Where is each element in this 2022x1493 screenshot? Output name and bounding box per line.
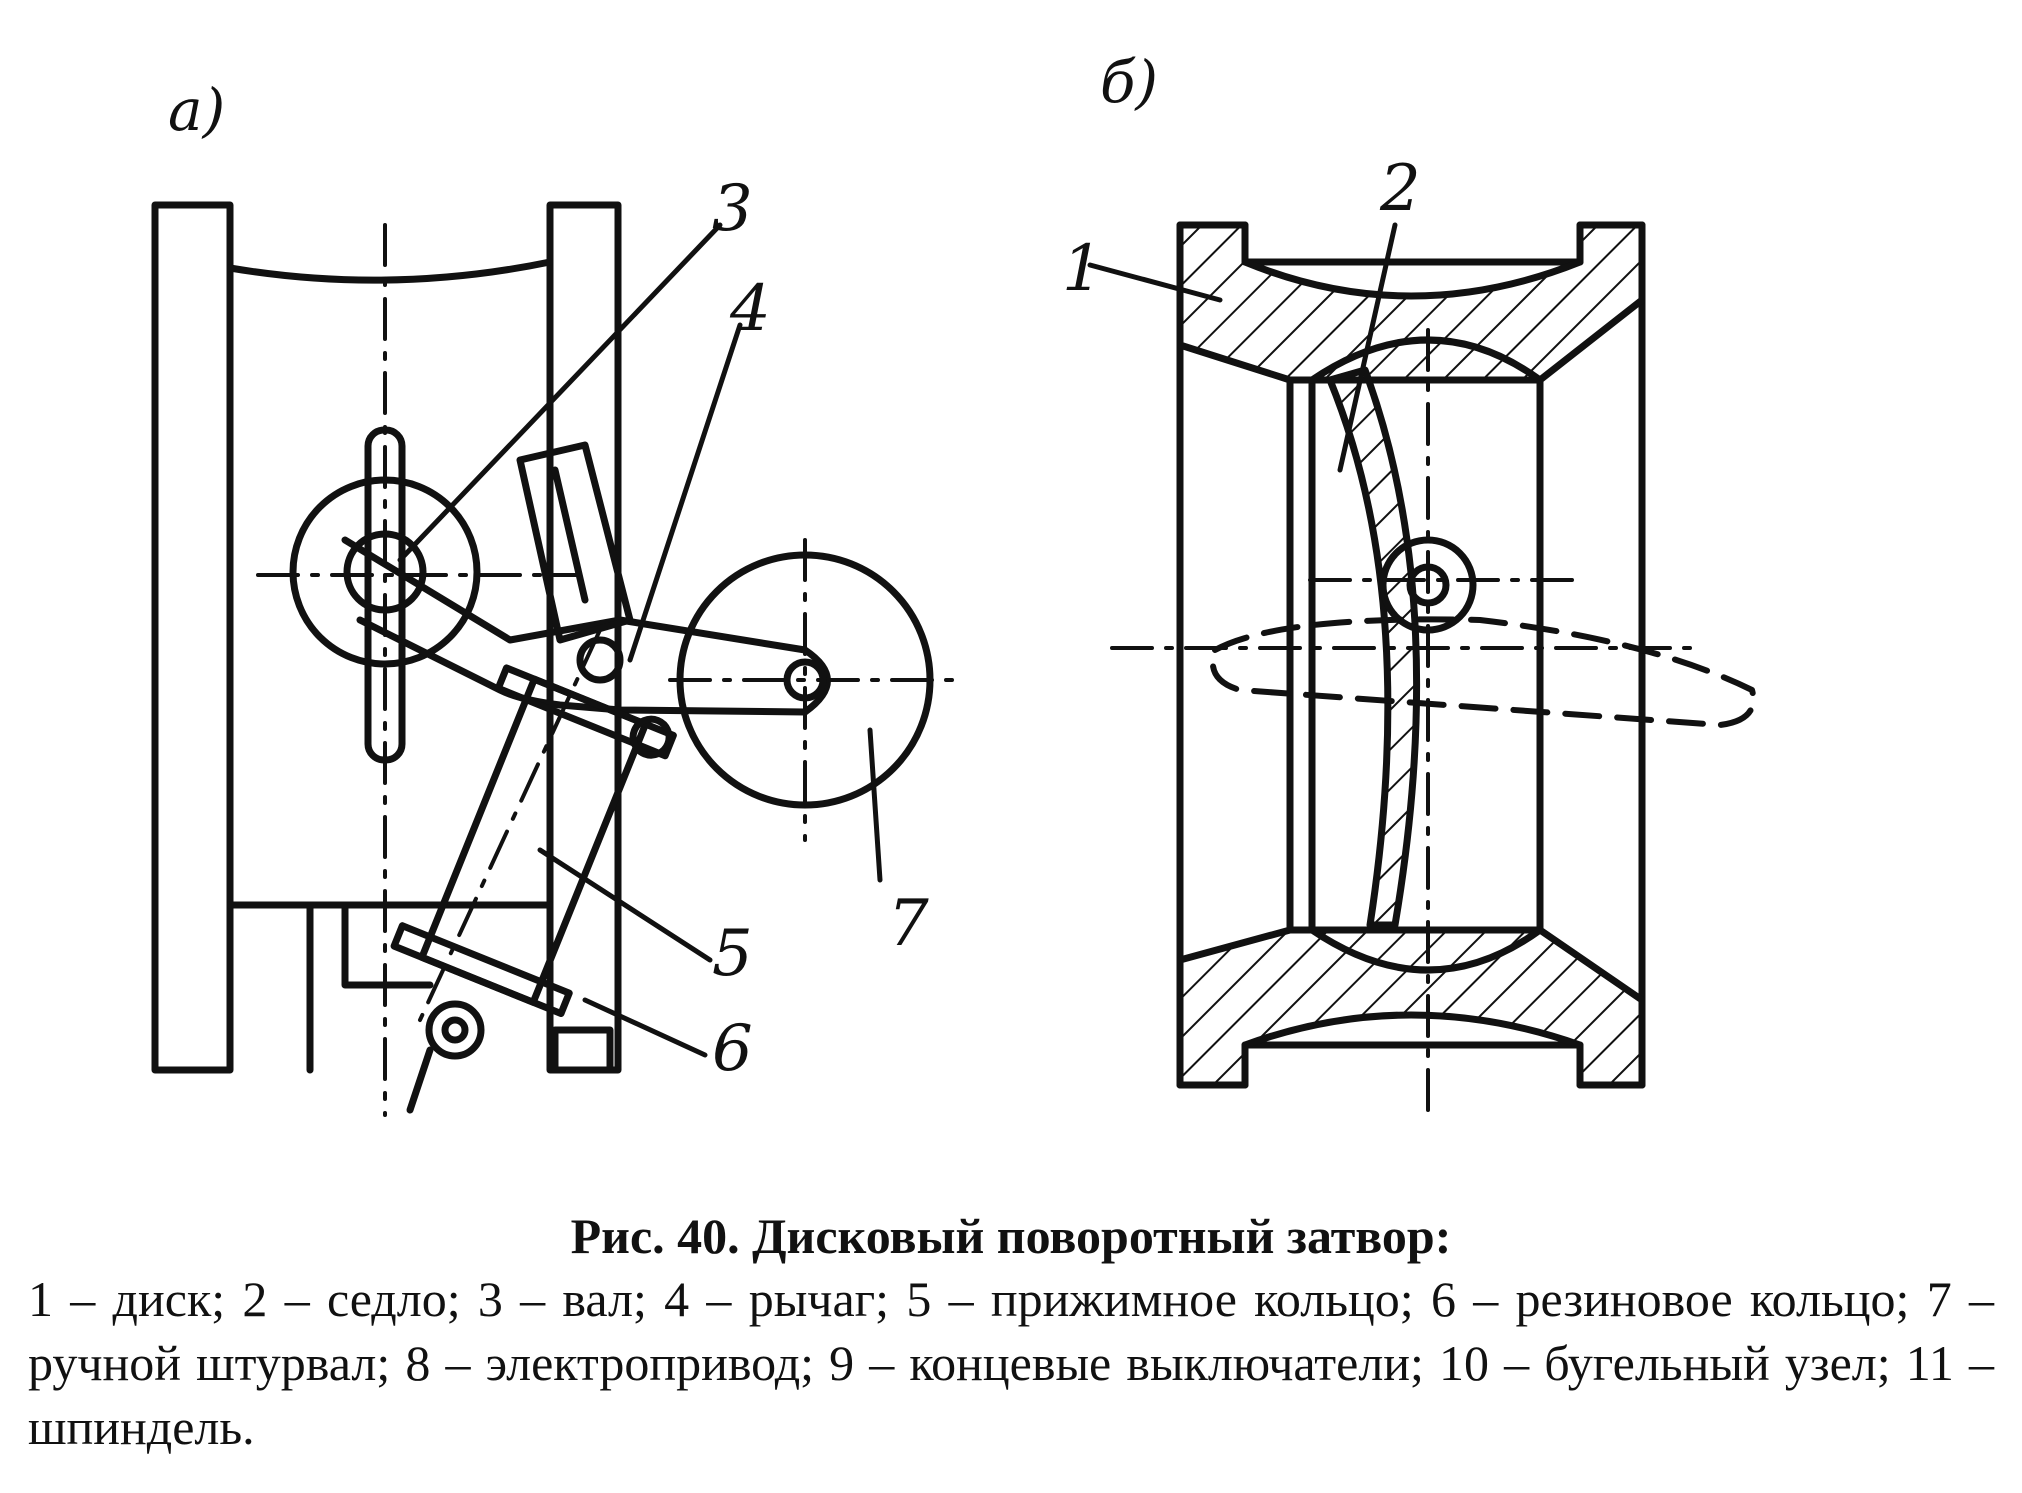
body-bottom-section xyxy=(1176,926,1646,1089)
arm-slot xyxy=(551,466,589,604)
callout-5: 5 xyxy=(712,917,753,991)
callout-4: 4 xyxy=(729,272,771,346)
panel-a-drawing xyxy=(151,201,962,1117)
callout-1: 1 xyxy=(1062,232,1103,306)
pipe-top-curve xyxy=(226,258,554,284)
caption-title: Рис. 40. Дисковый поворотный затвор: xyxy=(570,1208,1452,1264)
handwheel xyxy=(676,551,934,809)
panel-label-a: а) xyxy=(168,76,225,144)
figure-caption: Рис. 40. Дисковый поворотный затвор: 1 –… xyxy=(28,1205,1994,1459)
seat-bottom xyxy=(1308,926,1544,974)
body-top-section xyxy=(1176,221,1646,384)
callout-2: 2 xyxy=(1379,152,1421,226)
callout-3: 3 xyxy=(712,172,753,246)
shaft-slot xyxy=(364,426,406,764)
bottom-pivot xyxy=(425,1000,485,1060)
open-position-outline xyxy=(1209,616,1757,728)
handwheel-hub xyxy=(783,658,827,702)
bore-left xyxy=(1286,376,1316,934)
panel-label-b: б) xyxy=(1100,48,1158,116)
slotted-arm xyxy=(516,441,634,644)
centerlines-a xyxy=(256,223,962,1117)
centerlines-b xyxy=(1110,328,1702,1112)
panel-b-drawing xyxy=(1087,221,1757,1112)
callout-6: 6 xyxy=(712,1012,753,1086)
figure-drawing: а) б) 1 2 3 4 5 6 7 xyxy=(151,48,1757,1117)
shaft-disk xyxy=(289,476,481,668)
leaders-b xyxy=(1087,222,1398,473)
base-box xyxy=(226,901,554,1074)
left-flange xyxy=(151,201,234,1074)
pressure-cylinder xyxy=(390,664,677,1018)
valve-disk xyxy=(1326,366,1421,929)
lever-pin xyxy=(576,636,624,684)
leaders-a xyxy=(397,222,883,1058)
shaft-hole xyxy=(343,530,427,614)
base-tab xyxy=(551,1026,614,1074)
callout-7: 7 xyxy=(888,887,929,961)
caption-legend: 1 – диск; 2 – седло; 3 – вал; 4 – рычаг;… xyxy=(28,1271,1994,1455)
